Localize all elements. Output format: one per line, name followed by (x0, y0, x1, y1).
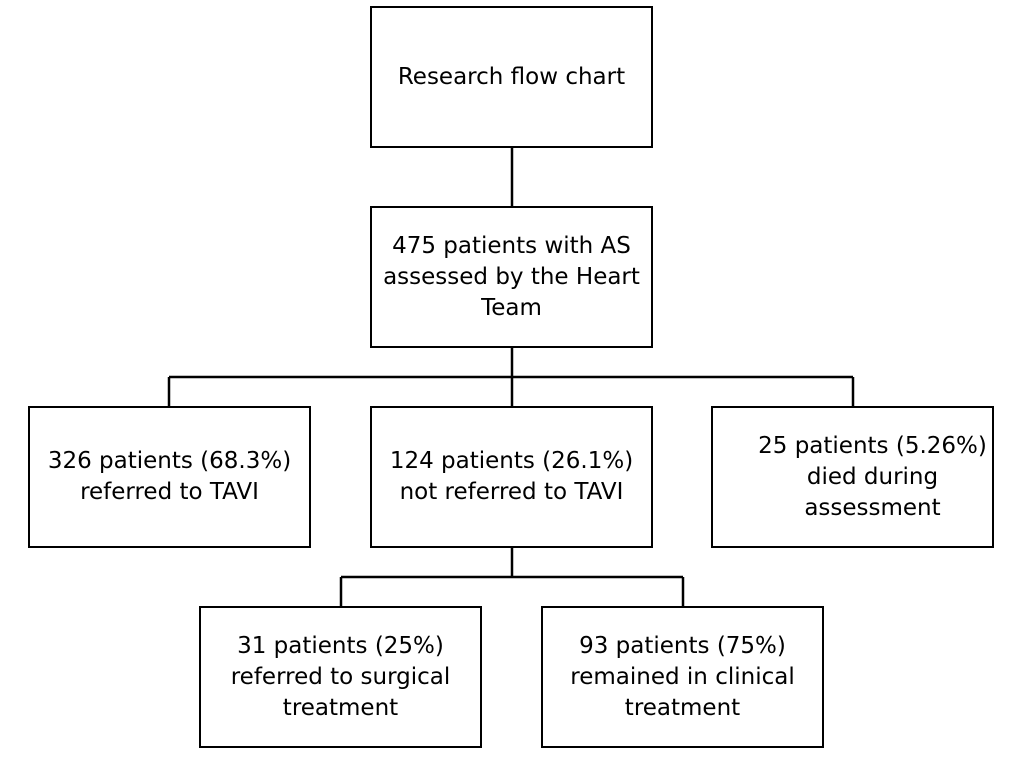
not-referred-tavi-box: 124 patients (26.1%) not referred to TAV… (370, 406, 653, 548)
surgical-treatment-text: 31 patients (25%) referred to surgical t… (230, 632, 451, 721)
referred-tavi-text: 326 patients (68.3%) referred to TAVI (47, 448, 292, 505)
referred-tavi-box: 326 patients (68.3%) referred to TAVI (28, 406, 311, 548)
title-box: Research flow chart (370, 6, 653, 148)
assessed-patients-box: 475 patients with AS assessed by the Hea… (370, 206, 653, 348)
not-referred-tavi-text: 124 patients (26.1%) not referred to TAV… (389, 448, 634, 505)
died-during-assessment-text: 25 patients (5.26%) died during assessme… (758, 432, 987, 521)
clinical-treatment-text: 93 patients (75%) remained in clinical t… (570, 632, 795, 721)
clinical-treatment-box: 93 patients (75%) remained in clinical t… (541, 606, 824, 748)
surgical-treatment-box: 31 patients (25%) referred to surgical t… (199, 606, 482, 748)
title-text: Research flow chart (397, 63, 626, 90)
assessed-patients-text: 475 patients with AS assessed by the Hea… (383, 232, 640, 321)
died-during-assessment-box: 25 patients (5.26%) died during assessme… (711, 406, 994, 548)
